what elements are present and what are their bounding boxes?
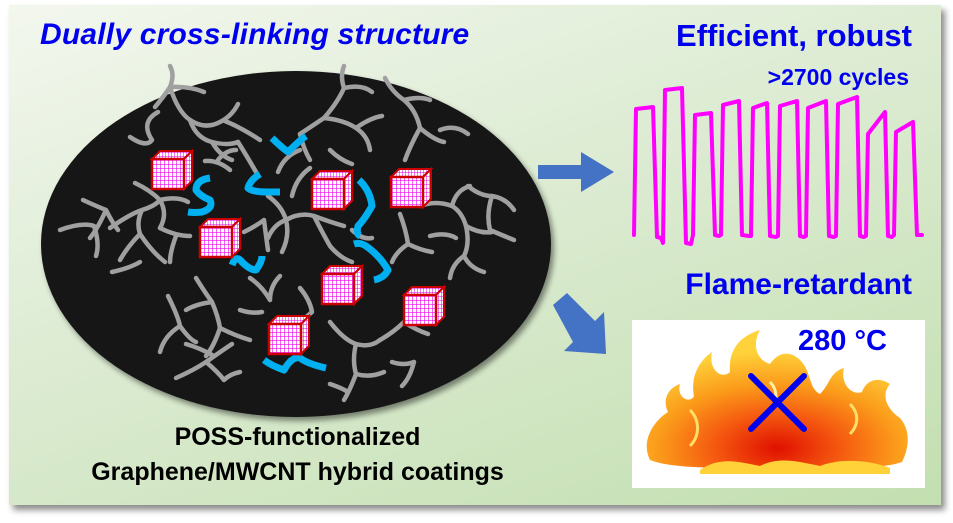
poss-cube [197, 216, 243, 260]
cross-linker-chains [187, 133, 392, 374]
arrow-down-right-icon [553, 293, 606, 354]
poss-cube [388, 166, 434, 210]
cycle-count-label: >2700 cycles [767, 64, 909, 90]
cyclic-response-waveform [632, 86, 924, 246]
cross-mark-icon [748, 373, 807, 432]
poss-cube [149, 148, 195, 192]
poss-cube [309, 168, 355, 212]
poss-cube [266, 313, 312, 357]
structure-title: Dually cross-linking structure [40, 18, 470, 51]
poss-cube [319, 263, 365, 307]
flame-retardant-title: Flame-retardant [685, 268, 912, 301]
temperature-label: 280 °C [798, 325, 887, 357]
poss-cube [401, 284, 447, 328]
arrow-right-icon [538, 152, 614, 192]
poss-cubes [149, 148, 447, 357]
coating-ellipse [41, 71, 551, 417]
caption-line-1: POSS-functionalized [174, 423, 421, 451]
efficiency-title: Efficient, robust [676, 18, 912, 53]
graphene-mwcnt-network [57, 63, 517, 403]
caption-line-2: Graphene/MWCNT hybrid coatings [91, 458, 504, 486]
